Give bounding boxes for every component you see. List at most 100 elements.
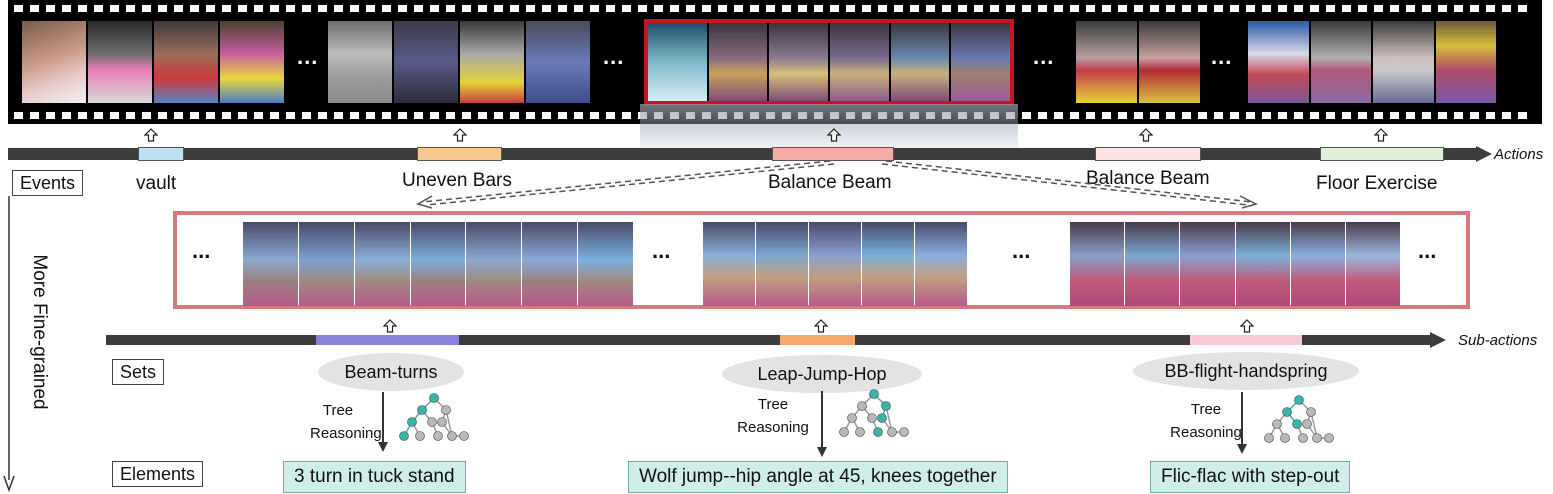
tree-node (415, 431, 425, 441)
film-perforation (1262, 5, 1271, 12)
event-segment-vault (138, 147, 184, 161)
tree-node (1302, 419, 1312, 429)
tree-node (1298, 433, 1308, 443)
film-perforation (1406, 112, 1415, 119)
up-arrow-icon (827, 128, 841, 142)
film-perforation (366, 112, 375, 119)
film-perforation (334, 5, 343, 12)
tree-node (839, 427, 849, 437)
film-perforation (766, 5, 775, 12)
film-perforation (1038, 112, 1047, 119)
tree-node (459, 431, 469, 441)
granularity-down-arrow-icon (3, 196, 15, 492)
film-perforation (1134, 112, 1143, 119)
film-ellipsis: ... (297, 44, 319, 69)
film-perforation (1422, 112, 1431, 119)
film-perforation (254, 112, 263, 119)
film-perforation (110, 112, 119, 119)
film-perforation (238, 5, 247, 12)
film-perforation (206, 5, 215, 12)
film-perforation (1022, 5, 1031, 12)
film-perforation (1310, 112, 1319, 119)
film-perforation (606, 5, 615, 12)
film-perforation (542, 5, 551, 12)
video-frames-uneven-bars (328, 21, 590, 103)
tree-node (1280, 433, 1290, 443)
film-perforation (430, 112, 439, 119)
film-perforation (1454, 112, 1463, 119)
sub-ellipsis: ... (192, 238, 211, 263)
tree-node (407, 417, 417, 427)
film-perforation (1198, 112, 1207, 119)
tree-node (399, 431, 409, 441)
up-arrow-icon (144, 128, 158, 142)
film-perforation (1406, 5, 1415, 12)
film-perforation (190, 112, 199, 119)
sub-frames-leap-jump-hop (703, 222, 967, 306)
film-perforation (446, 5, 455, 12)
film-perforation (606, 112, 615, 119)
film-perforation (1294, 5, 1303, 12)
film-perforation (958, 5, 967, 12)
film-perforation (1470, 5, 1479, 12)
sub-ellipsis: ... (1418, 238, 1437, 263)
tree-node (433, 431, 443, 441)
film-perforation (1502, 112, 1511, 119)
tree-graph-icon (1264, 395, 1334, 443)
film-perforation (846, 5, 855, 12)
event-label-vault: vault (136, 173, 177, 194)
event-label-balance-beam: Balance Beam (768, 172, 892, 193)
film-perforation (558, 5, 567, 12)
film-perforation (222, 112, 231, 119)
film-perforation (286, 5, 295, 12)
film-perforation (990, 5, 999, 12)
event-segment-balance-beam-2 (1095, 147, 1201, 161)
tree-node (1264, 433, 1274, 443)
film-perforation (878, 5, 887, 12)
film-perforation (1166, 112, 1175, 119)
film-perforation (1134, 5, 1143, 12)
film-perforation (862, 5, 871, 12)
film-perforation (1182, 5, 1191, 12)
film-perforation (1310, 5, 1319, 12)
film-perforation (270, 5, 279, 12)
film-perforation (526, 5, 535, 12)
film-perforation (1262, 112, 1271, 119)
film-perforation (750, 5, 759, 12)
sub-segment-bb-flight-handspring (1190, 335, 1302, 345)
film-perforation (302, 112, 311, 119)
film-perforation (94, 112, 103, 119)
film-perforation (894, 5, 903, 12)
film-perforation (1294, 112, 1303, 119)
set-ellipse-bb-flight-handspring: BB-flight-handspring (1133, 352, 1359, 390)
down-arrow-icon (817, 391, 827, 457)
tree-node (437, 417, 447, 427)
film-perforation (46, 5, 55, 12)
film-perforation (174, 5, 183, 12)
film-perforation (558, 112, 567, 119)
film-perforation (126, 112, 135, 119)
film-perforation (1182, 112, 1191, 119)
film-perforation (1358, 5, 1367, 12)
film-perforation (1118, 5, 1127, 12)
tree-node (847, 413, 857, 423)
film-perforation (1390, 112, 1399, 119)
tree-node (873, 427, 883, 437)
film-perforation (158, 112, 167, 119)
sub-ellipsis: ... (652, 238, 671, 263)
level-label-sets: Sets (112, 359, 165, 385)
film-perforation (190, 5, 199, 12)
tree-node (857, 401, 867, 411)
film-perforation (350, 5, 359, 12)
film-perforation (1086, 5, 1095, 12)
up-arrow-icon (453, 128, 467, 142)
film-perforation (1374, 5, 1383, 12)
down-arrow-icon (1237, 392, 1247, 454)
film-perforation (494, 5, 503, 12)
film-perforation (1054, 5, 1063, 12)
film-perforation (1102, 112, 1111, 119)
film-perforation (62, 112, 71, 119)
tree-node (1282, 407, 1292, 417)
